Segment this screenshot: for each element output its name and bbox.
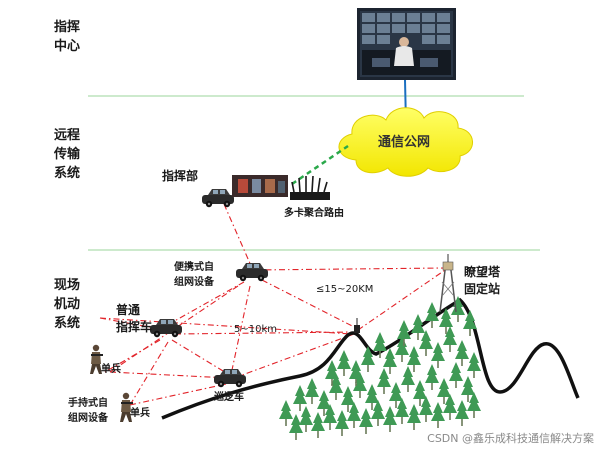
handheld-network-line: 组网设备	[68, 413, 108, 424]
cloud-label: 通信公网	[378, 135, 431, 150]
command-vehicle-label: 普通 指挥车	[116, 302, 152, 336]
watchtower-icon	[439, 254, 457, 313]
section-command-center-line: 中心	[54, 39, 81, 54]
router-label: 多卡聚合路由	[284, 208, 344, 219]
command-post-photo	[232, 175, 288, 197]
portable-network-label: 便携式自 组网设备	[174, 260, 214, 290]
section-remote-line: 远程	[54, 128, 81, 143]
patrol-vehicle-label: 巡逻车	[214, 392, 244, 403]
portable-network-line: 组网设备	[174, 277, 214, 288]
relay-node-icon	[354, 318, 360, 333]
portable-network-line: 便携式自	[174, 262, 214, 273]
forest	[279, 296, 481, 440]
section-remote-line: 传输	[54, 147, 81, 162]
portable-network-vehicle-icon	[236, 263, 268, 282]
command-vehicle-line: 普通	[116, 303, 141, 317]
section-command-center: 指挥 中心	[54, 18, 80, 56]
watchtower-label: 瞭望塔 固定站	[464, 264, 500, 298]
soldier-2-label: 单兵	[130, 408, 150, 419]
command-vehicle-line: 指挥车	[116, 320, 153, 334]
command-post-vehicle-icon	[202, 189, 234, 208]
mesh-links	[99, 203, 449, 406]
watchtower-line: 固定站	[464, 282, 501, 296]
section-field-mobile: 现场 机动 系统	[54, 276, 80, 333]
cloud-shape	[338, 107, 473, 177]
section-field-line: 系统	[54, 316, 81, 331]
section-field-line: 现场	[54, 278, 81, 293]
command-post-label: 指挥部	[162, 169, 199, 183]
long-range-distance: ≤15~20KM	[316, 284, 374, 295]
soldier-1-label: 单兵	[101, 364, 121, 375]
cellular-link	[291, 144, 349, 186]
handheld-network-label: 手持式自 组网设备	[68, 396, 108, 426]
router-icon	[290, 175, 330, 200]
command-center-photo	[357, 8, 456, 80]
handheld-network-line: 手持式自	[68, 398, 108, 409]
section-remote-transmission: 远程 传输 系统	[54, 126, 80, 183]
short-range-distance: 5~10km	[234, 324, 277, 335]
section-remote-line: 系统	[54, 166, 81, 181]
section-field-line: 机动	[54, 297, 81, 312]
patrol-vehicle-icon	[214, 369, 246, 388]
watermark: CSDN @鑫乐成科技通信解决方案	[427, 432, 594, 445]
section-command-center-line: 指挥	[54, 20, 81, 35]
watchtower-line: 瞭望塔	[464, 265, 501, 279]
